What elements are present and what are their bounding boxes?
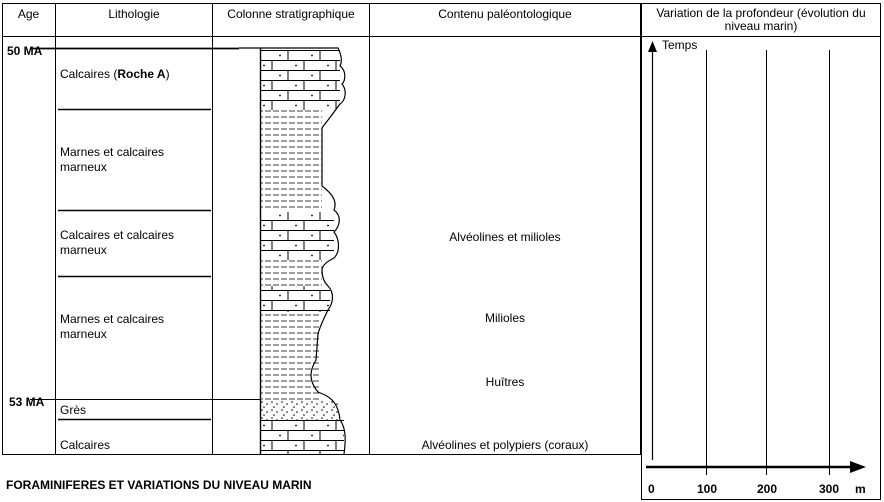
figure-caption: FORAMINIFERES ET VARIATIONS DU NIVEAU MA… xyxy=(6,478,312,492)
roche-a-label: Roche A xyxy=(117,67,166,81)
lithology-marnes-2: Marnes et calcaires marneux xyxy=(60,312,165,341)
x-tick-200: 200 xyxy=(757,482,778,496)
header-variation-profondeur: Variation de la profondeur (évolution du… xyxy=(656,6,866,33)
lithology-marnes-1: Marnes et calcaires marneux xyxy=(60,145,165,174)
header-contenu-paleontologique: Contenu paléontologique xyxy=(438,7,572,21)
lithology-calcaires-marneux: Calcaires et calcaires marneux xyxy=(60,228,175,257)
lithology-calcaires-base: Calcaires xyxy=(60,438,111,452)
fossil-alveolines-milioles: Alvéolines et milioles xyxy=(449,230,561,244)
lithology-text: Calcaires ( xyxy=(60,67,118,81)
age-label-top: 50 MA xyxy=(7,44,43,58)
header-lithologie: Lithologie xyxy=(108,7,160,21)
fossil-milioles: Milioles xyxy=(484,311,525,325)
x-axis-arrow xyxy=(850,461,866,473)
x-axis-unit: m xyxy=(855,482,866,496)
age-ticks xyxy=(30,47,262,400)
header-age: Age xyxy=(17,7,40,21)
table-grid xyxy=(2,3,881,500)
age-label-bottom: 53 MA xyxy=(9,395,45,409)
fossil-huitres: Huîtres xyxy=(485,375,525,389)
x-tick-0: 0 xyxy=(648,482,655,496)
x-tick-100: 100 xyxy=(697,482,718,496)
fossil-alveolines-polypiers: Alvéolines et polypiers (coraux) xyxy=(421,438,589,452)
lithology-suffix: ) xyxy=(165,67,170,81)
lithology-gres: Grès xyxy=(60,403,87,417)
stratigraphic-column xyxy=(239,47,346,455)
lithology-calcaires-roche-a: Calcaires (Roche A) xyxy=(60,67,170,82)
x-tick-300: 300 xyxy=(819,482,840,496)
lithology-boundaries xyxy=(58,108,211,421)
y-axis-label-temps: Temps xyxy=(662,38,698,52)
y-axis-arrow xyxy=(648,41,657,52)
header-colonne-stratigraphique: Colonne stratigraphique xyxy=(227,7,355,21)
depth-graph xyxy=(646,41,866,475)
